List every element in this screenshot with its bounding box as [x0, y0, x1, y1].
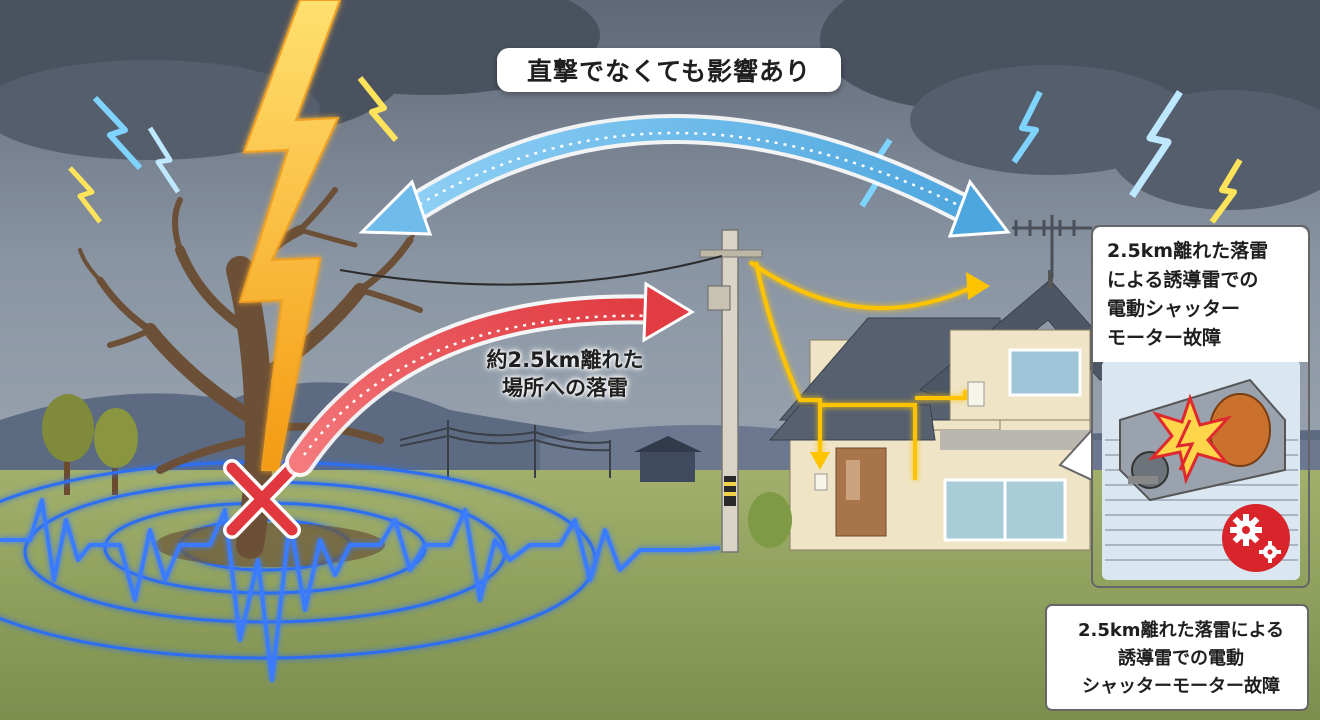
wall-outlet [814, 473, 828, 491]
distance-label-line1: 約2.5km離れた [486, 348, 644, 372]
caption-text: 2.5km離れた落雷による 誘導雷での電動 シャッターモーター故障 [1059, 617, 1303, 701]
distant-power-lines [399, 420, 611, 478]
distance-label: 約2.5km離れた 場所への落雷 [455, 346, 675, 402]
utility-pole [339, 229, 763, 553]
headline-label: 直撃でなくても影響あり [497, 48, 841, 92]
callout-line: による誘導雷での [1107, 269, 1259, 291]
strike-arrow-red [285, 281, 695, 477]
fault-badge [1222, 504, 1290, 572]
gear-icon [1230, 514, 1281, 563]
house [748, 215, 1131, 551]
callout-line: 電動シャッター [1107, 298, 1241, 320]
caption-line: 誘導雷での電動 [1118, 648, 1244, 669]
antenna-icon [1012, 215, 1092, 278]
storm-clouds [0, 0, 1320, 210]
caption-box: 2.5km離れた落雷による 誘導雷での電動 シャッターモーター故障 [1045, 604, 1309, 711]
strike-x-icon [223, 459, 301, 539]
wall-switch [967, 381, 985, 407]
motor-icon [1102, 360, 1300, 580]
surge-paths [748, 260, 976, 480]
callout-line: モーター故障 [1107, 327, 1222, 349]
caption-line: 2.5km離れた落雷による [1077, 620, 1285, 641]
caption-line: シャッターモーター故障 [1082, 676, 1280, 697]
em-pulse-wave [0, 498, 721, 682]
background-trees [42, 394, 138, 495]
callout-box: 2.5km離れた落雷 による誘導雷での 電動シャッター モーター故障 [1091, 225, 1310, 588]
surge-arrowhead-down [810, 452, 830, 470]
callout-line: 2.5km離れた落雷 [1107, 240, 1269, 262]
distant-house [634, 436, 702, 482]
small-lightning-icons [68, 76, 1243, 224]
surge-arrowhead [966, 272, 990, 300]
distance-label-line2: 場所への落雷 [502, 376, 628, 400]
distance-arrow-blue [358, 114, 1011, 238]
callout-text: 2.5km離れた落雷 による誘導雷での 電動シャッター モーター故障 [1107, 237, 1303, 353]
